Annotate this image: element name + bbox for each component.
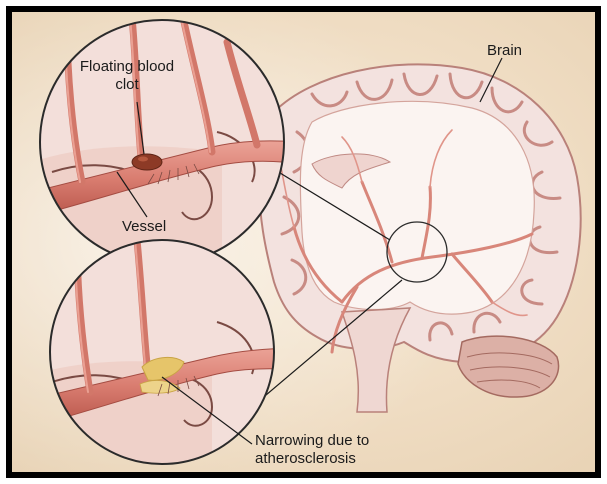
illustration-frame: Brain Floating blood clot Vessel Narrowi… <box>6 6 601 478</box>
narrowing-label: Narrowing due to atherosclerosis <box>255 432 405 468</box>
floating-blood-clot-label: Floating blood clot <box>77 58 177 94</box>
blood-clot <box>132 154 162 170</box>
brain-label: Brain <box>487 42 522 60</box>
vessel-label: Vessel <box>122 218 166 236</box>
